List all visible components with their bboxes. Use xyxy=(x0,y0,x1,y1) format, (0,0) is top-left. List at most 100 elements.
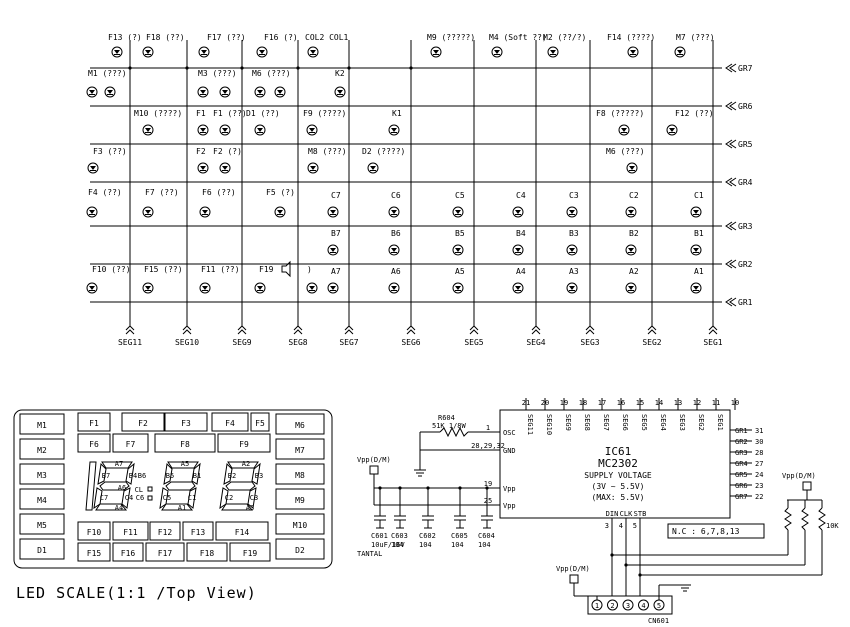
grid-label: GR5 xyxy=(738,140,753,149)
ic-top-pin-name: SEG9 xyxy=(564,414,572,431)
led-body xyxy=(86,86,98,98)
led-body xyxy=(199,282,211,294)
led-diode xyxy=(569,248,575,252)
led-label: F19 xyxy=(259,265,274,274)
ic-right-pin-name: GR4 xyxy=(735,460,748,468)
led-label: C4 xyxy=(516,191,526,200)
led-diode xyxy=(257,128,263,132)
led-diode xyxy=(391,248,397,252)
led-symbol xyxy=(674,46,686,58)
left-key-2 xyxy=(19,463,65,485)
top2-key-label: F6 xyxy=(89,440,99,449)
led-symbol xyxy=(142,206,154,218)
led-body xyxy=(142,282,154,294)
nc-note: N.C : 6,7,8,13 xyxy=(672,527,740,536)
bot2-key-3 xyxy=(186,542,228,562)
left-key-label: M4 xyxy=(37,496,47,505)
led-body xyxy=(566,244,578,256)
led-body xyxy=(327,282,339,294)
grid-label: GR4 xyxy=(738,178,753,187)
ic-right-pin-name: GR6 xyxy=(735,482,748,490)
ground-icon xyxy=(414,469,426,477)
led-symbol xyxy=(87,162,99,174)
left-key-5 xyxy=(19,538,65,560)
led-symbol xyxy=(197,124,209,136)
bot2-key-label: F17 xyxy=(158,549,173,558)
led-symbol xyxy=(367,162,379,174)
led-body xyxy=(625,206,637,218)
ic-left-pin-num: 28,29,32 xyxy=(471,442,505,450)
led-diode xyxy=(630,50,636,54)
bot2-key-4 xyxy=(229,542,271,562)
segment-arrow xyxy=(293,325,303,335)
ic-bottom-pin-num: 4 xyxy=(619,522,623,530)
led-label: F9 (????) xyxy=(303,109,346,118)
segment-arrow xyxy=(125,325,135,335)
led-diode xyxy=(145,210,151,214)
digit-segment xyxy=(187,487,197,509)
segment-arrow xyxy=(585,325,595,335)
led-body xyxy=(625,282,637,294)
digit-segment xyxy=(191,462,201,485)
connector-pin-num: 3 xyxy=(626,602,630,610)
led-label: B6 xyxy=(391,229,401,238)
digit-segment xyxy=(101,461,133,469)
seven-seg-digit xyxy=(93,461,135,511)
led-body xyxy=(512,244,524,256)
led-body xyxy=(566,282,578,294)
right-key-label: M7 xyxy=(295,446,305,455)
digit-seg-label: B6 xyxy=(138,472,146,480)
led-body xyxy=(690,206,702,218)
led-symbol xyxy=(566,244,578,256)
led-body xyxy=(452,282,464,294)
led-diode xyxy=(494,50,500,54)
digit-seg-label: C4 xyxy=(125,494,133,502)
led-body xyxy=(197,124,209,136)
led-symbol xyxy=(690,206,702,218)
ic-left-pin-name: Vpp xyxy=(503,502,516,510)
digit-segment xyxy=(161,503,194,511)
segment-label: SEG9 xyxy=(232,338,251,347)
digit-segment xyxy=(163,462,173,485)
ic-right-pin-num: 24 xyxy=(755,471,763,479)
led-body xyxy=(690,244,702,256)
led-body xyxy=(306,124,318,136)
segment-label: SEG7 xyxy=(339,338,358,347)
led-symbol xyxy=(452,282,464,294)
led-label: B5 xyxy=(455,229,465,238)
right-key-label: D2 xyxy=(295,546,305,555)
segment-label: SEG6 xyxy=(401,338,420,347)
led-diode xyxy=(515,286,521,290)
led-symbol xyxy=(142,282,154,294)
grid-arrow xyxy=(725,63,737,73)
ic-top-pin-name: SEG8 xyxy=(583,414,591,431)
resistor-zigzag xyxy=(784,507,792,531)
grid-label: GR6 xyxy=(738,102,753,111)
ic-right-pin-num: 22 xyxy=(755,493,763,501)
led-diode xyxy=(145,128,151,132)
digit-segment xyxy=(227,461,259,469)
led-diode xyxy=(433,50,439,54)
led-symbol xyxy=(566,206,578,218)
led-label: D1 (??) xyxy=(246,109,280,118)
digit-seg-label: C5 xyxy=(163,494,171,502)
led-label: F1 (??) xyxy=(213,109,247,118)
right-key-2 xyxy=(275,463,325,485)
connector-pin-num: 2 xyxy=(610,602,614,610)
bot2-key-label: F15 xyxy=(87,549,102,558)
segment-label: SEG11 xyxy=(118,338,142,347)
grid-label: GR1 xyxy=(738,298,753,307)
ic-top-pin-name: SEG6 xyxy=(621,414,629,431)
digit-segment xyxy=(221,503,254,511)
bot-key-0 xyxy=(77,521,111,541)
led-body xyxy=(388,124,400,136)
led-label: A5 xyxy=(455,267,465,276)
led-body xyxy=(306,282,318,294)
led-diode xyxy=(222,128,228,132)
cap-value: 104 xyxy=(451,541,464,549)
ic-left-pin-num: 25 xyxy=(484,497,492,505)
left-key-1 xyxy=(19,438,65,460)
ic-top-pin-num: 12 xyxy=(693,399,701,407)
led-symbol xyxy=(625,244,637,256)
led-body xyxy=(430,46,442,58)
